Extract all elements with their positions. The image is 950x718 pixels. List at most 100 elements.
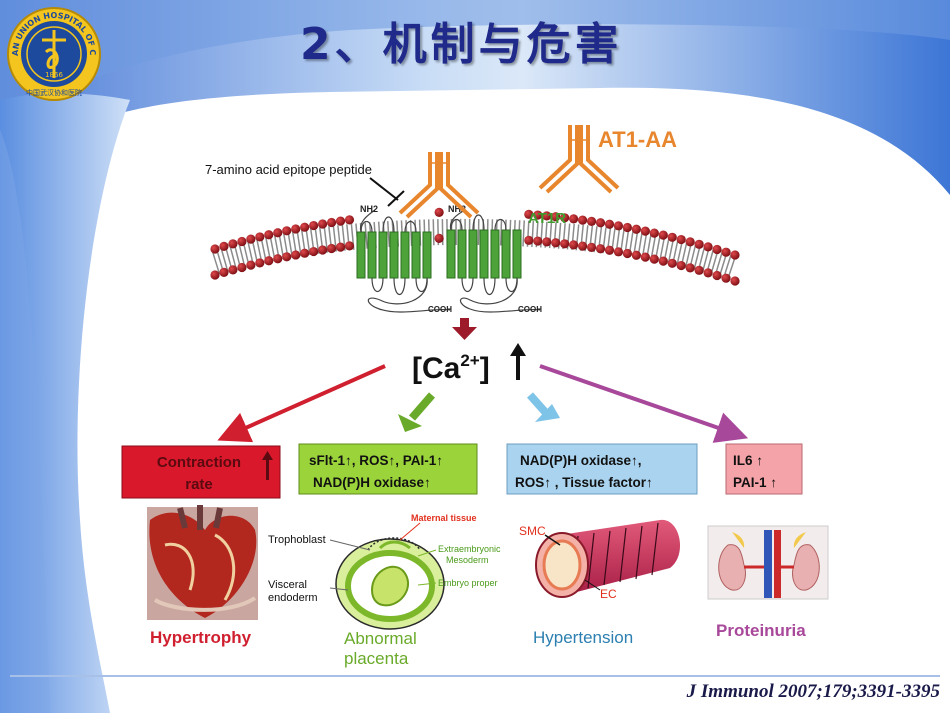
lipid-head: [237, 236, 247, 247]
lipid-head: [344, 241, 355, 251]
lipid-head: [551, 238, 561, 248]
lipid-head: [694, 239, 704, 249]
lipid-head: [658, 256, 668, 266]
epitope-label: 7-amino acid epitope peptide: [205, 162, 372, 177]
svg-text:rate: rate: [185, 476, 213, 493]
svg-text:PAI-1 ↑: PAI-1 ↑: [733, 475, 777, 490]
lipid-head: [273, 254, 283, 264]
lipid-head: [560, 239, 570, 249]
lipid-head: [524, 209, 534, 219]
svg-text:IL6 ↑: IL6 ↑: [733, 453, 763, 468]
calcium-label: [Ca2+]: [412, 351, 490, 385]
lipid-head: [676, 260, 686, 271]
lipid-head: [712, 244, 722, 255]
nh2-label-right: NH2: [448, 204, 466, 214]
lipid-head: [604, 219, 615, 229]
lipid-head: [640, 252, 650, 262]
hypertrophy-label: Hypertrophy: [150, 628, 252, 647]
lipid-head: [685, 237, 695, 247]
lipid-head: [291, 224, 301, 234]
lipid-head: [264, 256, 274, 266]
abnormal-label: Abnormal: [344, 629, 417, 648]
green-effect-box: sFlt-1↑, ROS↑, PAI-1↑ NAD(P)H oxidase↑: [298, 443, 478, 495]
svg-text:ROS↑ , Tissue factor↑: ROS↑ , Tissue factor↑: [515, 475, 653, 490]
lipid-head: [309, 220, 319, 231]
lipid-head: [533, 236, 543, 246]
nh2-label-left: NH2: [360, 204, 378, 214]
lipid-head: [326, 217, 337, 228]
cell-membrane: [210, 207, 740, 286]
arrow-blue: [527, 392, 560, 422]
antibody-bound: [398, 152, 480, 219]
kidney-illustration: [707, 525, 829, 600]
lipid-head: [219, 267, 229, 277]
lipid-head: [237, 262, 247, 273]
calcium-up-arrow: [510, 343, 526, 380]
svg-text:Contraction: Contraction: [157, 454, 241, 471]
lipid-head: [335, 216, 346, 226]
proteinuria-label: Proteinuria: [716, 621, 806, 640]
lipid-head: [721, 247, 731, 257]
lipid-head: [640, 226, 650, 236]
cooh-label-right: COOH: [518, 305, 542, 314]
lipid-head: [667, 232, 677, 242]
lipid-head: [255, 232, 265, 242]
lipid-head: [264, 230, 274, 240]
at1r-label: AT1R: [528, 210, 566, 227]
lipid-head: [560, 213, 570, 223]
endoderm-label: endoderm: [268, 592, 318, 604]
lipid-head: [524, 235, 534, 245]
lipid-head: [434, 233, 444, 243]
cooh-label-left: COOH: [428, 305, 452, 314]
lipid-head: [219, 241, 229, 251]
svg-text:sFlt-1↑, ROS↑, PAI-1↑: sFlt-1↑, ROS↑, PAI-1↑: [309, 453, 443, 468]
lipid-head: [658, 230, 668, 240]
arrow-green: [398, 392, 436, 432]
slide-title: 2、机制与危害: [300, 19, 623, 70]
lipid-head: [649, 228, 659, 238]
lipid-head: [703, 242, 713, 252]
lipid-head: [273, 228, 283, 238]
lipid-head: [613, 221, 624, 231]
lipid-head: [586, 216, 597, 226]
ec-label: EC: [600, 587, 617, 601]
inhibit-line: [369, 177, 405, 207]
lipid-head: [712, 270, 722, 281]
lipid-head: [595, 218, 606, 228]
lipid-head: [595, 244, 606, 254]
at1r-receptor-left: [356, 209, 451, 313]
lipid-head: [631, 250, 641, 260]
lipid-head: [317, 219, 328, 229]
lipid-head: [667, 258, 677, 268]
lipid-head: [210, 244, 220, 254]
lipid-head: [622, 222, 633, 233]
trophoblast-label: Trophoblast: [268, 534, 326, 546]
lipid-head: [228, 265, 238, 275]
lipid-head: [246, 234, 256, 244]
lipid-head: [434, 207, 444, 217]
lipid-head: [569, 214, 579, 224]
lipid-head: [542, 211, 552, 221]
arrow-purple: [539, 364, 749, 443]
placenta-illustration: [329, 522, 445, 630]
lipid-head: [533, 210, 543, 220]
contraction-box: Contraction rate: [121, 445, 281, 499]
logo-year: 1866: [45, 71, 63, 79]
lipid-head: [210, 270, 220, 280]
embryo-proper-label: Embryo proper: [438, 578, 498, 588]
arrow-red: [217, 364, 386, 443]
lipid-head: [326, 243, 337, 254]
lipid-head: [586, 242, 597, 252]
lipid-head: [300, 248, 310, 258]
at1r-receptor-right: [446, 209, 541, 313]
lipid-head: [721, 273, 731, 283]
blue-effect-box: NAD(P)H oxidase↑, ROS↑ , Tissue factor↑: [506, 443, 698, 495]
lipid-head: [694, 265, 704, 275]
placenta-label: placenta: [344, 649, 409, 668]
lipid-head: [577, 241, 588, 251]
mesoderm-label: Mesoderm: [446, 555, 489, 565]
lipid-head: [730, 250, 740, 260]
pink-effect-box: IL6 ↑ PAI-1 ↑: [725, 443, 803, 495]
lipid-head: [335, 242, 346, 252]
